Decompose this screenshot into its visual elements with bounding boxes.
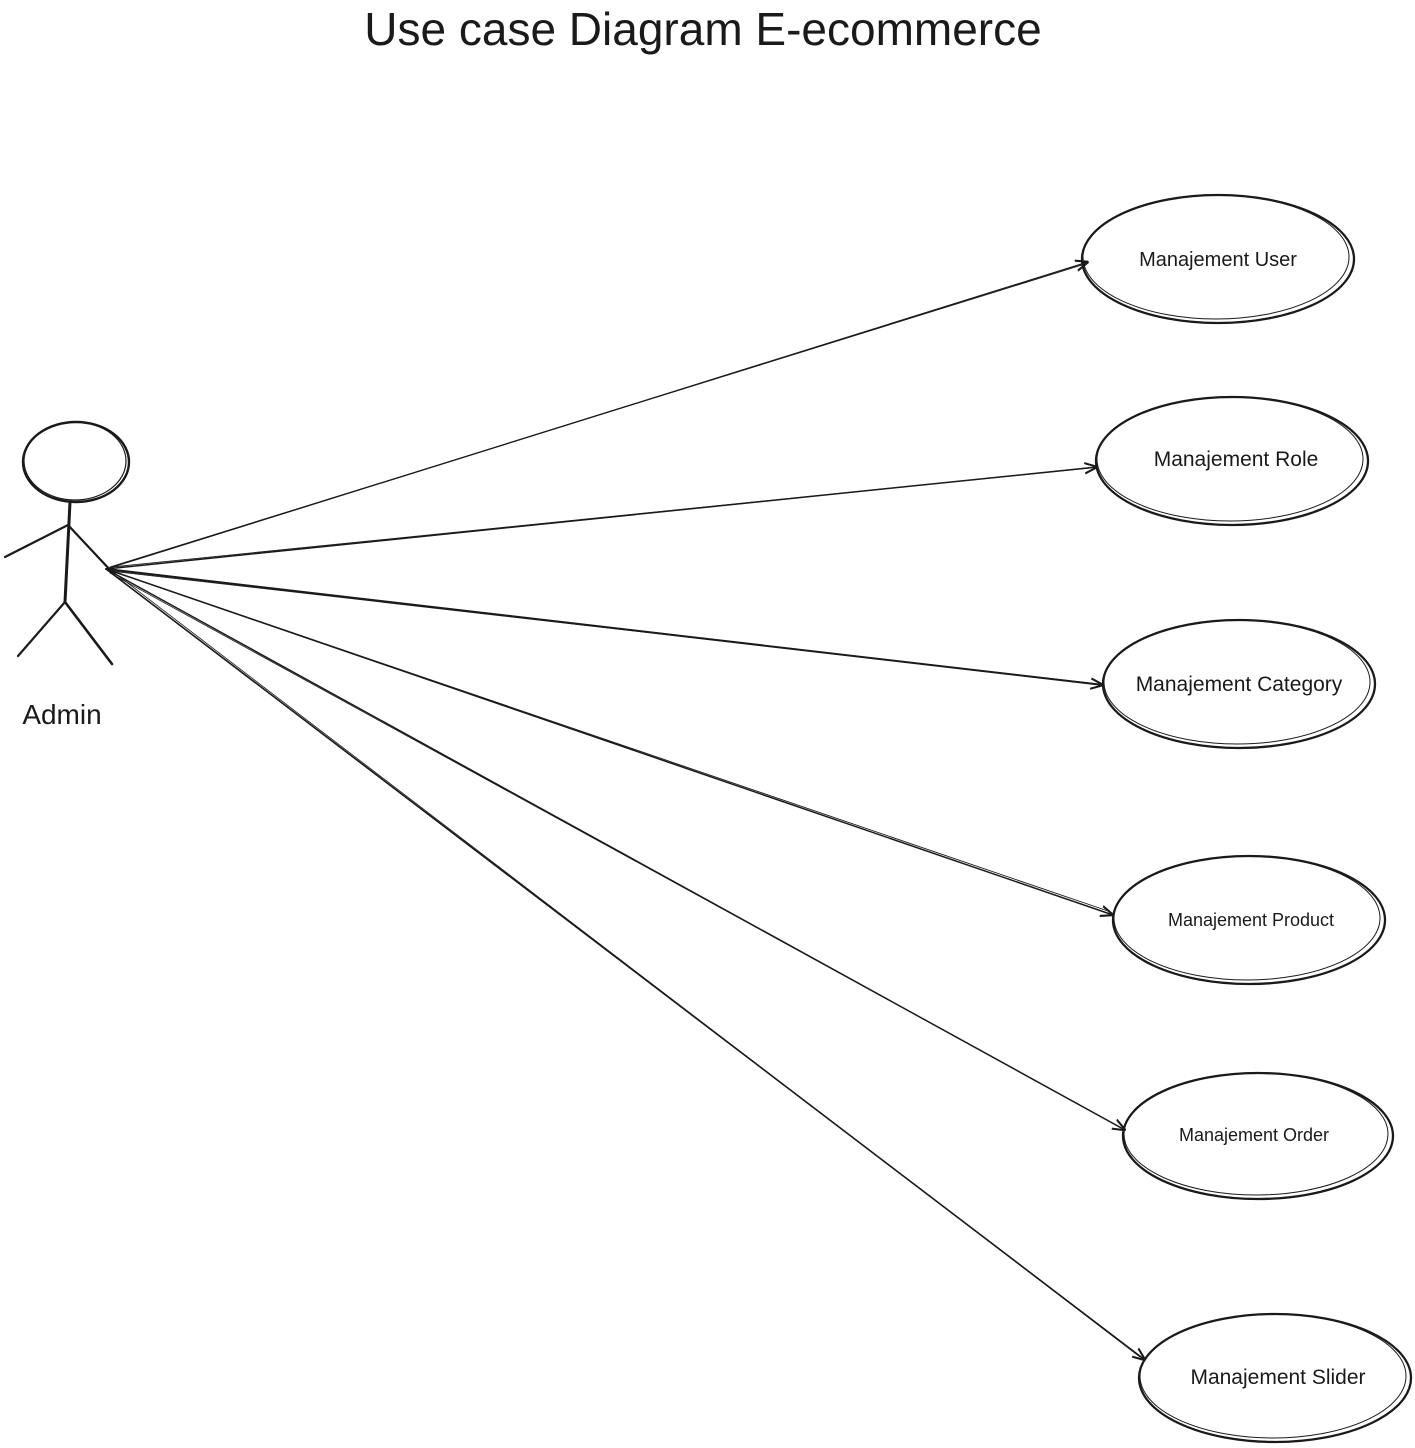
association-category	[105, 568, 1103, 685]
association-role	[105, 467, 1097, 570]
use-case-order: Manajement Order	[1121, 1071, 1395, 1201]
use-case-label: Manajement Product	[1168, 910, 1334, 930]
actor-stick-figure-icon	[3, 420, 131, 666]
use-case-label: Manajement Category	[1136, 673, 1343, 696]
association-slider	[105, 568, 1145, 1360]
use-case-label: Manajement User	[1139, 249, 1297, 271]
use-case-label: Manajement Slider	[1190, 1366, 1365, 1389]
actor-name: Admin	[22, 699, 101, 730]
association-product	[105, 568, 1113, 915]
association-user	[105, 262, 1088, 570]
use-case-user: Manajement User	[1080, 193, 1356, 325]
use-case-product: Manajement Product	[1111, 854, 1387, 986]
use-case-label: Manajement Role	[1154, 448, 1319, 471]
use-case-role: Manajement Role	[1094, 395, 1370, 527]
diagram-title: Use case Diagram E-ecommerce	[364, 3, 1041, 55]
use-case-slider: Manajement Slider	[1137, 1312, 1413, 1444]
association-order	[105, 568, 1125, 1130]
associations	[105, 262, 1145, 1360]
use-case-category: Manajement Category	[1101, 618, 1377, 750]
actor-admin: Admin	[3, 420, 131, 730]
use-case-label: Manajement Order	[1179, 1125, 1329, 1145]
